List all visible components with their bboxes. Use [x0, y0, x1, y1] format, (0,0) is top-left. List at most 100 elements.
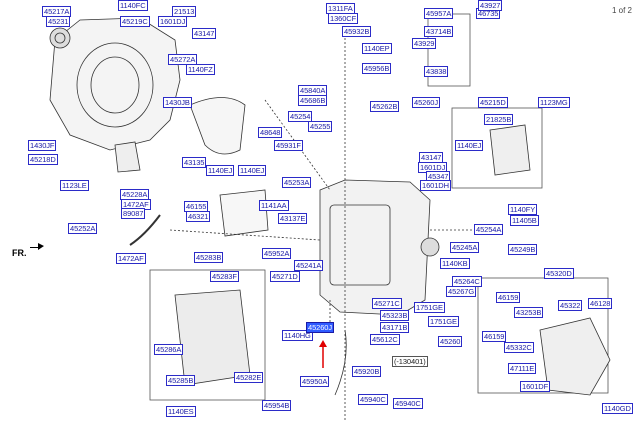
red-arrow-icon: [319, 340, 327, 368]
part-callout-45932b[interactable]: 45932B: [342, 26, 372, 37]
part-callout-1430jb[interactable]: 1430JB: [163, 97, 192, 108]
part-callout-45931f[interactable]: 45931F: [274, 140, 303, 151]
part-callout-1751ge_a[interactable]: 1751GE: [414, 302, 445, 313]
part-callout-45253a[interactable]: 45253A: [282, 177, 312, 188]
filter-part: [219, 189, 269, 237]
part-callout-47111e[interactable]: 47111E: [508, 363, 537, 374]
part-callout-43147_a[interactable]: 43147: [192, 28, 217, 39]
part-callout-1123mg[interactable]: 1123MG: [538, 97, 570, 108]
part-callout-45612c[interactable]: 45612C: [370, 334, 400, 345]
part-callout-45241a[interactable]: 45241A: [294, 260, 324, 271]
part-callout-1140fz[interactable]: 1140FZ: [186, 64, 215, 75]
part-callout-43929[interactable]: 43929: [412, 38, 437, 49]
part-callout-45286a[interactable]: 45286A: [154, 344, 184, 355]
part-callout-45260[interactable]: 45260: [438, 336, 463, 347]
part-callout-1140hg[interactable]: 1140HG: [282, 330, 313, 341]
part-callout-43838[interactable]: 43838: [424, 66, 449, 77]
part-callout-45252a[interactable]: 45252A: [68, 223, 98, 234]
sensor-bracket-part: [489, 124, 531, 176]
part-callout-45320d[interactable]: 45320D: [544, 268, 574, 279]
bracket-part: [114, 141, 141, 173]
part-callout-1601dh[interactable]: 1601DH: [420, 180, 451, 191]
part-callout-1751ge_b[interactable]: 1751GE: [428, 316, 459, 327]
part-callout-1140fc[interactable]: 1140FC: [118, 0, 148, 11]
part-callout-1430jf[interactable]: 1430JF: [28, 140, 57, 151]
part-callout-1140es[interactable]: 1140ES: [166, 406, 196, 417]
part-callout-1123le[interactable]: 1123LE: [60, 180, 89, 191]
part-callout-45254a[interactable]: 45254A: [474, 224, 504, 235]
part-callout-45245a[interactable]: 45245A: [450, 242, 480, 253]
part-callout-1140fy[interactable]: 1140FY: [508, 204, 538, 215]
part-callout-45255[interactable]: 45255: [308, 121, 333, 132]
part-callout-45957a[interactable]: 45957A: [424, 8, 454, 19]
part-callout-45283b[interactable]: 45283B: [194, 252, 224, 263]
part-callout-45254[interactable]: 45254: [288, 111, 313, 122]
part-callout-46159_a[interactable]: 46159: [496, 292, 521, 303]
part-callout-43135[interactable]: 43135: [182, 157, 207, 168]
part-callout-43171b[interactable]: 43171B: [380, 322, 410, 333]
part-callout-43137e[interactable]: 43137E: [278, 213, 308, 224]
part-callout-45323b[interactable]: 45323B: [380, 310, 410, 321]
part-callout-45332c[interactable]: 45332C: [504, 342, 534, 353]
part-callout-89087[interactable]: 89087: [121, 208, 146, 219]
part-callout-130401[interactable]: (-130401): [392, 356, 428, 367]
part-callout-21825b[interactable]: 21825B: [484, 114, 514, 125]
part-callout-45950a[interactable]: 45950A: [300, 376, 330, 387]
front-direction-label: FR.: [12, 248, 27, 258]
wire-part: [334, 329, 347, 396]
part-callout-1140kb[interactable]: 1140KB: [440, 258, 470, 269]
part-callout-45322[interactable]: 45322: [558, 300, 583, 311]
part-callout-46159_b[interactable]: 46159: [482, 331, 507, 342]
part-callout-1140ej_c[interactable]: 1140EJ: [455, 140, 484, 151]
part-callout-45218d[interactable]: 45218D: [28, 154, 58, 165]
part-callout-45920b[interactable]: 45920B: [352, 366, 382, 377]
part-callout-45231[interactable]: 45231: [46, 16, 71, 27]
part-callout-48648[interactable]: 48648: [258, 127, 283, 138]
part-callout-45272a[interactable]: 45272A: [168, 54, 198, 65]
part-callout-1140ej_b[interactable]: 1140EJ: [238, 165, 267, 176]
part-callout-45686b[interactable]: 45686B: [298, 95, 328, 106]
main-case-part: [319, 179, 431, 316]
part-callout-46321[interactable]: 46321: [186, 211, 211, 222]
part-callout-1140ep[interactable]: 1140EP: [362, 43, 392, 54]
part-callout-43714b[interactable]: 43714B: [424, 26, 454, 37]
part-callout-1601dj_a[interactable]: 1601DJ: [158, 16, 188, 27]
part-callout-highlighted[interactable]: 45260J: [306, 322, 335, 333]
front-arrow-icon: [30, 243, 44, 250]
part-callout-45954b[interactable]: 45954B: [262, 400, 292, 411]
part-callout-45283f[interactable]: 45283F: [210, 271, 239, 282]
part-callout-1140ej_a[interactable]: 1140EJ: [206, 165, 235, 176]
part-callout-11405b[interactable]: 11405B: [510, 215, 539, 226]
part-callout-45282e[interactable]: 45282E: [234, 372, 264, 383]
part-callout-45952a[interactable]: 45952A: [262, 248, 292, 259]
part-callout-45219c[interactable]: 45219C: [120, 16, 150, 27]
part-callout-1360cf[interactable]: 1360CF: [328, 13, 359, 24]
page-indicator: 1 of 2: [611, 6, 632, 15]
part-callout-1141aa[interactable]: 1141AA: [259, 200, 289, 211]
part-callout-43253b[interactable]: 43253B: [514, 307, 544, 318]
tube-part: [129, 214, 161, 246]
part-callout-1601df[interactable]: 1601DF: [520, 381, 551, 392]
part-callout-1472af_b[interactable]: 1472AF: [116, 253, 146, 264]
part-callout-45285b[interactable]: 45285B: [166, 375, 196, 386]
part-callout-46128[interactable]: 46128: [588, 298, 613, 309]
part-callout-45260j[interactable]: 45260J: [412, 97, 441, 108]
side-cover-part: [539, 317, 611, 396]
part-callout-43927[interactable]: 43927: [478, 0, 503, 11]
side-cover-box: [477, 277, 609, 394]
part-callout-45267g[interactable]: 45267G: [446, 286, 477, 297]
part-callout-1140gd[interactable]: 1140GD: [602, 403, 633, 414]
heat-shield-part: [189, 97, 246, 155]
part-callout-45940c_b[interactable]: 45940C: [393, 398, 423, 409]
valve-body-box: [149, 269, 266, 401]
bell-housing-bore: [76, 42, 154, 128]
part-callout-45271d[interactable]: 45271D: [270, 271, 300, 282]
part-callout-45215d[interactable]: 45215D: [478, 97, 508, 108]
valve-body-part: [174, 289, 251, 386]
part-callout-45249b[interactable]: 45249B: [508, 244, 538, 255]
part-callout-45940c_a[interactable]: 45940C: [358, 394, 388, 405]
part-callout-45262b[interactable]: 45262B: [370, 101, 400, 112]
part-callout-45271c[interactable]: 45271C: [372, 298, 402, 309]
part-callout-45956b[interactable]: 45956B: [362, 63, 392, 74]
